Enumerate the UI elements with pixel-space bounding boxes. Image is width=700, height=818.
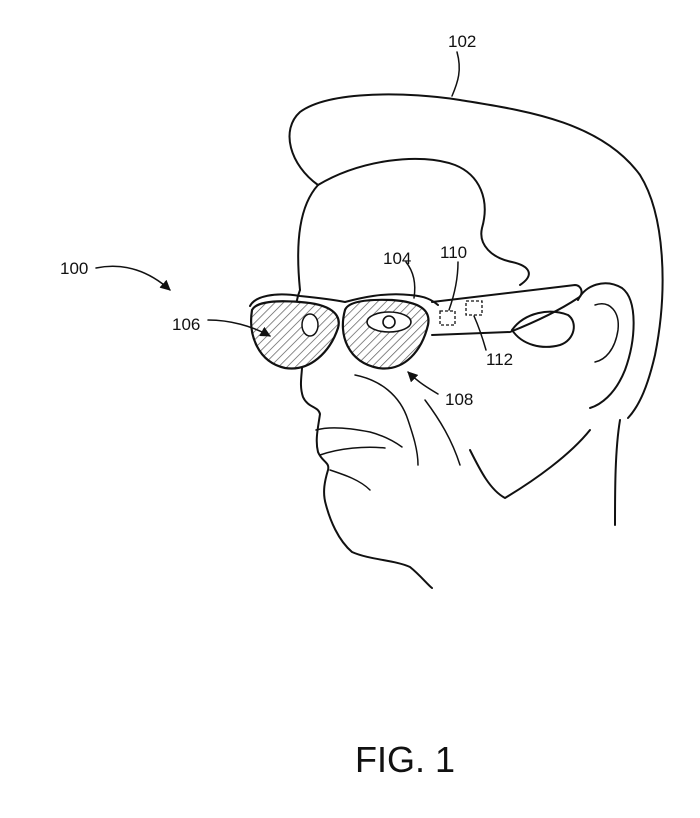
face-profile bbox=[294, 289, 433, 589]
label-110: 110 bbox=[440, 243, 467, 262]
chin-fold bbox=[329, 469, 371, 491]
ear-outline bbox=[577, 282, 635, 409]
hair-side-edge bbox=[317, 157, 530, 286]
label-108: 108 bbox=[445, 390, 473, 409]
figure-caption: FIG. 1 bbox=[355, 739, 455, 780]
eye-iris bbox=[382, 315, 396, 329]
leader-102 bbox=[451, 51, 460, 97]
label-100: 100 bbox=[60, 259, 88, 278]
component-112-box bbox=[465, 300, 483, 316]
glasses-frame bbox=[249, 293, 439, 307]
neck-line bbox=[614, 419, 621, 526]
component-110-box bbox=[439, 310, 456, 326]
label-104: 104 bbox=[383, 249, 411, 268]
ear-lobe-overlap bbox=[511, 310, 575, 348]
leader-104 bbox=[405, 261, 416, 299]
hair-outline bbox=[288, 93, 664, 419]
nose-fold bbox=[354, 374, 419, 466]
glasses-temple bbox=[431, 284, 583, 336]
jaw-line bbox=[469, 429, 591, 499]
label-112: 112 bbox=[486, 350, 513, 369]
leader-100 bbox=[95, 265, 171, 291]
hair-front-edge bbox=[297, 184, 319, 291]
leader-110 bbox=[448, 261, 459, 311]
label-102: 102 bbox=[448, 32, 476, 51]
right-lens bbox=[341, 298, 430, 370]
ear-inner bbox=[594, 303, 619, 363]
label-106: 106 bbox=[172, 315, 200, 334]
cheek-line bbox=[424, 399, 461, 466]
left-eye-outline bbox=[301, 313, 319, 337]
leader-106 bbox=[207, 319, 271, 337]
mouth-lower bbox=[319, 446, 386, 456]
leader-112 bbox=[473, 315, 487, 351]
left-lens bbox=[250, 300, 340, 370]
mouth-upper bbox=[315, 427, 403, 448]
leader-108 bbox=[407, 371, 439, 395]
